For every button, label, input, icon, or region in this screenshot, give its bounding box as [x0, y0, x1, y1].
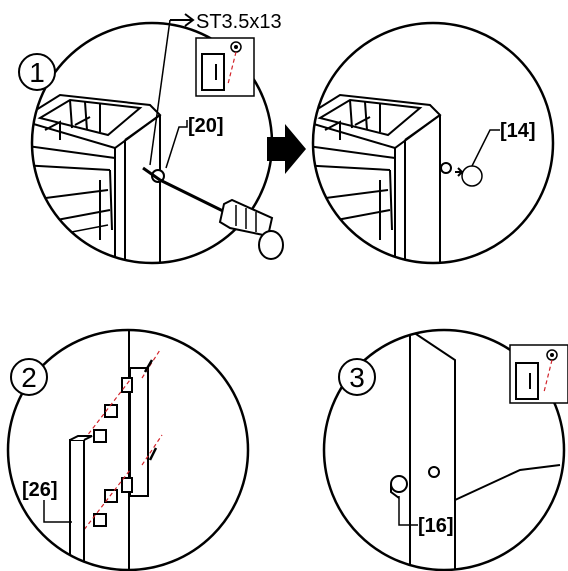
- fridge-thumbnail-icon: [195, 37, 255, 97]
- part-26-callout: [26]: [22, 479, 72, 523]
- step-2-panel: 2 [26]: [6, 328, 250, 571]
- part-14-label: [14]: [500, 120, 536, 142]
- part-26-label: [26]: [22, 479, 58, 501]
- step-1b-cabinet-drawing: [313, 93, 442, 263]
- step-1-number: 1: [29, 57, 45, 88]
- screwdriver-icon: [142, 166, 284, 260]
- step-2-door-drawing: [69, 330, 163, 570]
- arrow-right-icon: [267, 124, 306, 174]
- step-3-cabinet-drawing: [390, 330, 561, 570]
- cover-cap: [461, 165, 483, 187]
- step-3-number: 3: [349, 362, 365, 393]
- screw-head: [440, 162, 452, 174]
- step-1b-panel: [14]: [311, 21, 555, 265]
- screw-size-label: ST3.5x13: [196, 11, 282, 33]
- step-2-number-badge: 2: [10, 358, 48, 396]
- step-1-panel: 1 ST3.5x13 [20]: [18, 11, 284, 265]
- part-20-label: [20]: [188, 115, 224, 137]
- fridge-thumbnail-icon: [509, 344, 568, 404]
- part-20-callout: [20]: [165, 115, 224, 169]
- step-1-cabinet-drawing: [32, 93, 162, 263]
- part-14-callout: [14]: [471, 120, 536, 167]
- part-16-label: [16]: [418, 515, 454, 537]
- step-3-number-badge: 3: [338, 358, 376, 396]
- step-1b-circle: [311, 21, 555, 265]
- step-1-number-badge: 1: [18, 53, 56, 91]
- part-16-callout: [16]: [398, 496, 454, 537]
- step-2-circle: [6, 328, 250, 571]
- step-2-number: 2: [21, 362, 37, 393]
- step-3-circle: [322, 328, 566, 571]
- step-3-panel: 3 [16]: [322, 328, 568, 571]
- screw-callout: ST3.5x13: [149, 11, 282, 166]
